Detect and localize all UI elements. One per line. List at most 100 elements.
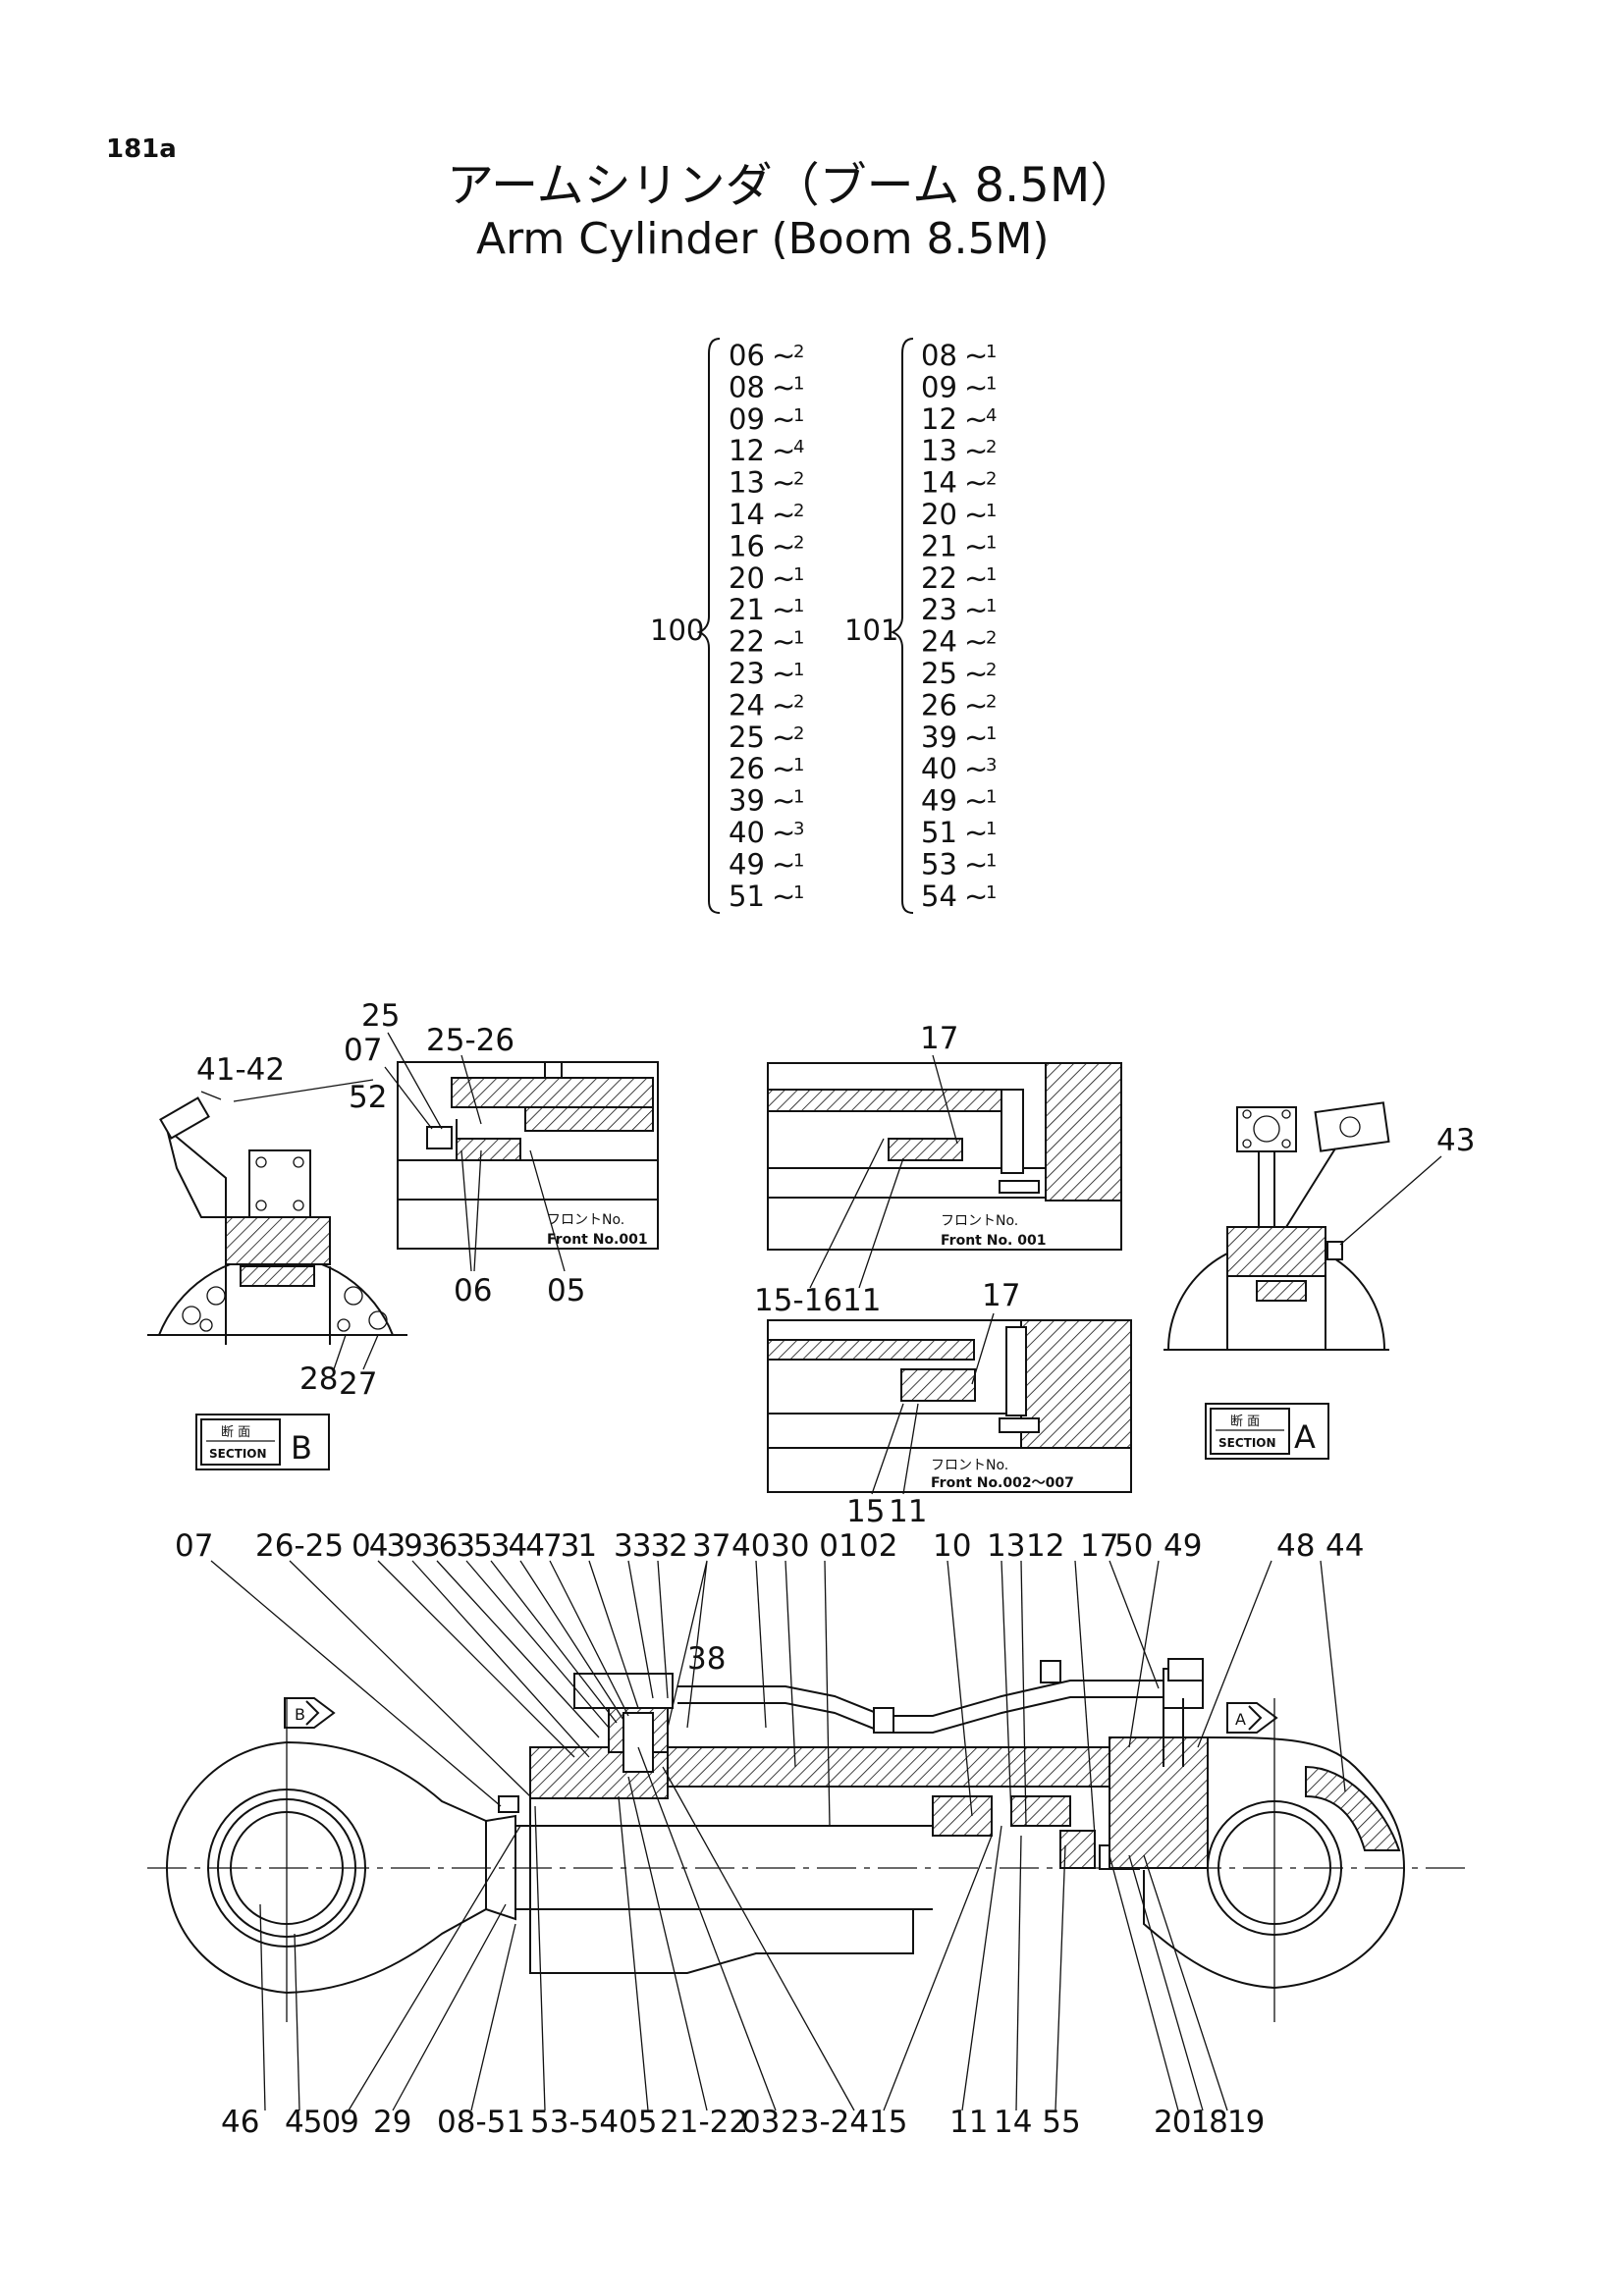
kit-item-part: 40 bbox=[729, 816, 765, 849]
callout-11-main: 11 bbox=[949, 2105, 988, 2140]
section-b-arrow bbox=[284, 1697, 336, 1729]
front-jp: フロントNo. bbox=[547, 1212, 624, 1228]
kit-item-tilde: ~ bbox=[964, 721, 988, 754]
callout-40: 40 bbox=[731, 1528, 770, 1564]
kit-item-part: 13 bbox=[921, 434, 957, 467]
kit-item-part: 08 bbox=[921, 339, 957, 372]
kit-item-tilde: ~ bbox=[964, 466, 988, 500]
kit-item-tilde: ~ bbox=[964, 688, 988, 721]
kit-item-part: 25 bbox=[729, 721, 765, 754]
callout-group: 04393635344731 bbox=[352, 1528, 595, 1564]
kit-item-tilde: ~ bbox=[964, 498, 988, 531]
kit-item-qty: 1 bbox=[986, 787, 997, 808]
kit-item-qty: 1 bbox=[986, 882, 997, 903]
kit-brace bbox=[890, 338, 914, 914]
section-a-arrow bbox=[1226, 1702, 1278, 1734]
kit-item-part: 22 bbox=[729, 625, 765, 659]
kit-item-part: 39 bbox=[729, 784, 765, 818]
callout-15: 15 bbox=[846, 1494, 885, 1529]
section-en: SECTION bbox=[209, 1447, 267, 1461]
callout-37: 37 bbox=[692, 1528, 730, 1564]
kit-item-part: 26 bbox=[729, 752, 765, 785]
callout-15-16: 15-16 bbox=[754, 1283, 842, 1318]
kit-item-tilde: ~ bbox=[964, 593, 988, 626]
kit-item-tilde: ~ bbox=[772, 498, 795, 531]
kit-item-tilde: ~ bbox=[964, 434, 988, 467]
kit-item-part: 22 bbox=[921, 561, 957, 595]
kit-item-qty: 2 bbox=[986, 469, 997, 490]
kit-item-tilde: ~ bbox=[772, 688, 795, 721]
section-en: SECTION bbox=[1218, 1436, 1276, 1450]
front-jp: フロントNo. bbox=[931, 1458, 1008, 1473]
detail-front-001-head: フロントNo. Front No.001 25 07 25-26 06 05 bbox=[344, 998, 659, 1308]
kit-item-part: 49 bbox=[729, 847, 765, 881]
kit-item-tilde: ~ bbox=[772, 370, 795, 403]
section-jp: 断 面 bbox=[221, 1425, 250, 1440]
kit-item-tilde: ~ bbox=[772, 593, 795, 626]
callout-07: 07 bbox=[344, 1033, 382, 1068]
callout-17-main: 17 bbox=[1080, 1528, 1118, 1564]
kit-item-qty: 1 bbox=[793, 787, 804, 808]
kit-item-tilde: ~ bbox=[964, 657, 988, 690]
callout-38: 38 bbox=[687, 1641, 726, 1677]
kit-item-qty: 2 bbox=[793, 501, 804, 521]
callout-27: 27 bbox=[339, 1366, 377, 1402]
kit-item-qty: 1 bbox=[986, 819, 997, 839]
kit-item-tilde: ~ bbox=[772, 529, 795, 562]
callout-23-24: 23-24 bbox=[781, 2105, 869, 2140]
callout-28: 28 bbox=[299, 1362, 338, 1397]
kit-item-tilde: ~ bbox=[964, 370, 988, 403]
kit-item-qty: 1 bbox=[793, 755, 804, 775]
kit-item-tilde: ~ bbox=[772, 339, 795, 372]
callout-02: 02 bbox=[859, 1528, 897, 1564]
front-en: Front No.002～007 bbox=[931, 1475, 1074, 1491]
callout-26-25: 26-25 bbox=[255, 1528, 344, 1564]
section-b-badge: 断 面 SECTION B bbox=[195, 1414, 330, 1470]
callout-20-18-19: 201819 bbox=[1154, 2105, 1264, 2140]
section-jp: 断 面 bbox=[1230, 1415, 1260, 1429]
kit-item-qty: 1 bbox=[793, 564, 804, 585]
kit-item-tilde: ~ bbox=[964, 529, 988, 562]
callout-17: 17 bbox=[920, 1021, 958, 1056]
callout-07-main: 07 bbox=[175, 1528, 213, 1564]
kit-item-qty: 1 bbox=[986, 373, 997, 394]
kit-item-qty: 1 bbox=[793, 405, 804, 426]
kit-item-tilde: ~ bbox=[964, 402, 988, 436]
kit-item-qty: 1 bbox=[986, 596, 997, 616]
kit-item-tilde: ~ bbox=[772, 466, 795, 500]
kit-item-qty: 1 bbox=[793, 660, 804, 680]
callout-11: 11 bbox=[842, 1283, 881, 1318]
kit-item-qty: 2 bbox=[793, 469, 804, 490]
kit-id: 100 bbox=[650, 614, 704, 647]
arrow-a-label: A bbox=[1235, 1710, 1246, 1729]
callout-50: 50 bbox=[1114, 1528, 1153, 1564]
kit-item-tilde: ~ bbox=[964, 625, 988, 659]
kit-item-part: 12 bbox=[729, 434, 765, 467]
kit-item-qty: 1 bbox=[986, 532, 997, 553]
kit-item-part: 24 bbox=[729, 688, 765, 721]
kit-item-tilde: ~ bbox=[772, 752, 795, 785]
kit-item-qty: 2 bbox=[986, 628, 997, 649]
callout-21-22: 21-22 bbox=[660, 2105, 748, 2140]
kit-item-qty: 1 bbox=[986, 564, 997, 585]
callout-11b: 11 bbox=[889, 1494, 927, 1529]
kit-item-tilde: ~ bbox=[772, 402, 795, 436]
main-cylinder-assembly: B A bbox=[147, 1658, 1473, 2022]
kit-item-part: 25 bbox=[921, 657, 957, 690]
kit-item-tilde: ~ bbox=[964, 561, 988, 595]
kit-item-qty: 1 bbox=[986, 342, 997, 362]
top-callouts: 07 26-25 04393635344731 3332 37 40 30 01… bbox=[175, 1528, 1364, 1677]
kit-item-part: 06 bbox=[729, 339, 765, 372]
leader-lines bbox=[210, 1560, 1346, 2111]
kit-item-qty: 3 bbox=[986, 755, 997, 775]
section-letter: B bbox=[291, 1429, 312, 1467]
kit-item-part: 23 bbox=[729, 657, 765, 690]
callout-46: 46 bbox=[221, 2105, 259, 2140]
section-a-badge: 断 面 SECTION A bbox=[1205, 1403, 1329, 1460]
kit-item-part: 20 bbox=[729, 561, 765, 595]
kit-item-part: 12 bbox=[921, 402, 957, 436]
callout-49: 49 bbox=[1163, 1528, 1202, 1564]
callout-43: 43 bbox=[1436, 1123, 1475, 1158]
section-a-view: 43 bbox=[1163, 1101, 1475, 1351]
kit-item-qty: 1 bbox=[793, 850, 804, 871]
